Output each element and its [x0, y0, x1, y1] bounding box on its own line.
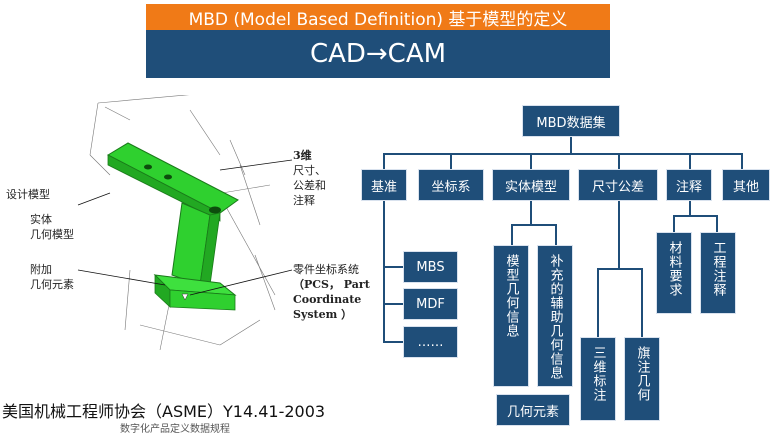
label-pcs-1: 零件坐标系统: [293, 263, 359, 276]
label-solid-1: 实体: [30, 213, 52, 226]
geometry-elements: 几何元素: [496, 394, 570, 426]
annotation-engineering: 工程注释: [700, 232, 736, 314]
solid-auxiliary-geometry-label: 补充的辅助几何信息: [547, 254, 563, 380]
connector: [570, 136, 572, 154]
label-design-model: 设计模型: [6, 188, 50, 201]
annotation-material: 材料要求: [656, 232, 692, 314]
dimension-3d-annotation: 三维标注: [580, 337, 616, 421]
annotation-material-label: 材料要求: [666, 241, 682, 297]
connector: [597, 268, 643, 270]
label-3d-2: 尺寸、: [293, 164, 326, 177]
connector: [383, 266, 403, 268]
label-attach-2: 几何元素: [30, 278, 74, 291]
label-pcs-4: System ）: [293, 308, 353, 321]
connector: [618, 153, 620, 173]
connector: [716, 215, 718, 233]
dimension-3d-annotation-label: 三维标注: [590, 346, 606, 402]
connector: [555, 224, 557, 246]
dimension-flag-geometry-label: 旗注几何: [634, 346, 650, 402]
part-illustration: [77, 95, 293, 351]
solid-model-geometry-label: 模型几何信息: [503, 254, 519, 338]
connector: [450, 153, 452, 173]
title-banner: CAD→CAM: [146, 30, 610, 78]
dimension-flag-geometry: 旗注几何: [624, 337, 660, 421]
connector: [530, 153, 532, 173]
datum-mdf: MDF: [403, 288, 458, 320]
category-coordinate: 坐标系: [418, 169, 484, 201]
solid-model-geometry: 模型几何信息: [493, 245, 529, 387]
connector: [597, 268, 599, 338]
category-other: 其他: [722, 169, 770, 201]
tree-root: MBD数据集: [522, 105, 620, 137]
connector: [383, 341, 403, 343]
label-3d-3: 公差和: [293, 179, 326, 192]
label-solid-2: 几何模型: [30, 228, 74, 241]
connector: [641, 268, 643, 338]
footer-standard-subtitle: 数字化产品定义数据规程: [120, 424, 230, 435]
category-datum: 基准: [361, 169, 407, 201]
category-dimension: 尺寸公差: [578, 169, 658, 201]
connector: [673, 215, 718, 217]
category-solid-model: 实体模型: [492, 169, 570, 201]
annotation-engineering-label: 工程注释: [710, 241, 726, 297]
subtitle-banner: MBD (Model Based Definition) 基于模型的定义: [146, 4, 610, 30]
footer-standard: 美国机械工程师协会（ASME）Y14.41-2003: [2, 402, 326, 421]
label-pcs-3: Coordinate: [293, 293, 362, 306]
connector: [689, 153, 691, 173]
connector: [673, 215, 675, 233]
connector: [618, 200, 620, 270]
connector: [511, 224, 513, 246]
connector: [511, 224, 556, 226]
connector: [689, 200, 691, 216]
label-attach-1: 附加: [30, 263, 52, 276]
solid-auxiliary-geometry: 补充的辅助几何信息: [537, 245, 573, 387]
label-pcs-2: （PCS， Part: [293, 278, 370, 291]
datum-mbs: MBS: [403, 251, 458, 283]
connector: [530, 200, 532, 225]
connector: [383, 303, 403, 305]
datum-etc: ……: [403, 326, 458, 358]
connector: [741, 153, 743, 173]
label-3d-4: 注释: [293, 194, 315, 207]
category-annotation: 注释: [666, 169, 712, 201]
label-3d-1: 3维: [293, 149, 312, 162]
connector: [383, 153, 741, 155]
connector: [383, 200, 385, 343]
connector: [383, 153, 385, 173]
